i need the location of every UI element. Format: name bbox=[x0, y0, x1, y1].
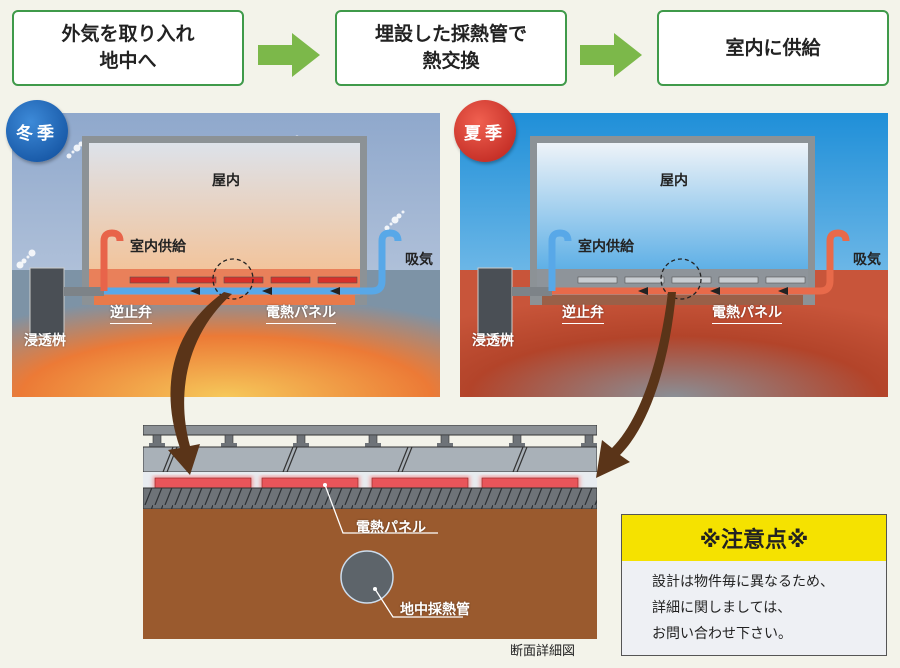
winter-badge: 冬季 bbox=[6, 100, 68, 162]
panel-label: 電熱パネル bbox=[266, 302, 336, 324]
curved-arrow-icon bbox=[596, 292, 676, 478]
arrow-right-icon bbox=[258, 33, 320, 77]
caution-line: 設計は物件毎に異なるため、 bbox=[652, 574, 834, 590]
winter-scene bbox=[12, 113, 440, 397]
summer-badge: 夏季 bbox=[454, 100, 516, 162]
heating-panels bbox=[153, 476, 580, 490]
detail-circle bbox=[660, 258, 702, 300]
caution-line: 詳細に関しましては、 bbox=[652, 600, 792, 616]
supply-label: 室内供給 bbox=[578, 239, 634, 255]
detail-panel-label: 電熱パネル bbox=[356, 520, 426, 536]
caution-line: お問い合わせ下さい。 bbox=[652, 626, 792, 642]
curved-arrow-icon bbox=[168, 292, 232, 475]
step-intake: 外気を取り入れ 地中へ bbox=[12, 10, 244, 86]
winter-panel bbox=[12, 113, 440, 397]
detail-caption: 断面詳細図 bbox=[510, 644, 576, 659]
summer-panel bbox=[460, 113, 888, 397]
check-valve-label: 逆止弁 bbox=[562, 302, 604, 324]
panel-label: 電熱パネル bbox=[712, 302, 782, 324]
caution-title: ※注意点※ bbox=[622, 515, 886, 561]
ground-pipe bbox=[340, 550, 394, 604]
intake-label: 吸気 bbox=[405, 252, 433, 268]
supply-label: 室内供給 bbox=[130, 239, 186, 255]
pit-label: 浸透桝 bbox=[24, 333, 66, 349]
detail-pipe-label: 地中採熱管 bbox=[400, 602, 470, 618]
arrow-right-icon bbox=[580, 33, 642, 77]
cross-section-detail bbox=[143, 425, 597, 639]
caution-box: ※注意点※ 設計は物件毎に異なるため、 詳細に関しましては、 お問い合わせ下さい… bbox=[621, 514, 887, 656]
indoor-label: 屋内 bbox=[212, 173, 240, 189]
summer-scene bbox=[460, 113, 888, 397]
indoor-label: 屋内 bbox=[660, 173, 688, 189]
check-valve-label: 逆止弁 bbox=[110, 302, 152, 324]
step-supply: 室内に供給 bbox=[657, 10, 889, 86]
step-heat-exchange: 埋設した採熱管で 熱交換 bbox=[335, 10, 567, 86]
pit-label: 浸透桝 bbox=[472, 333, 514, 349]
intake-label: 吸気 bbox=[853, 252, 881, 268]
detail-circle bbox=[212, 258, 254, 300]
